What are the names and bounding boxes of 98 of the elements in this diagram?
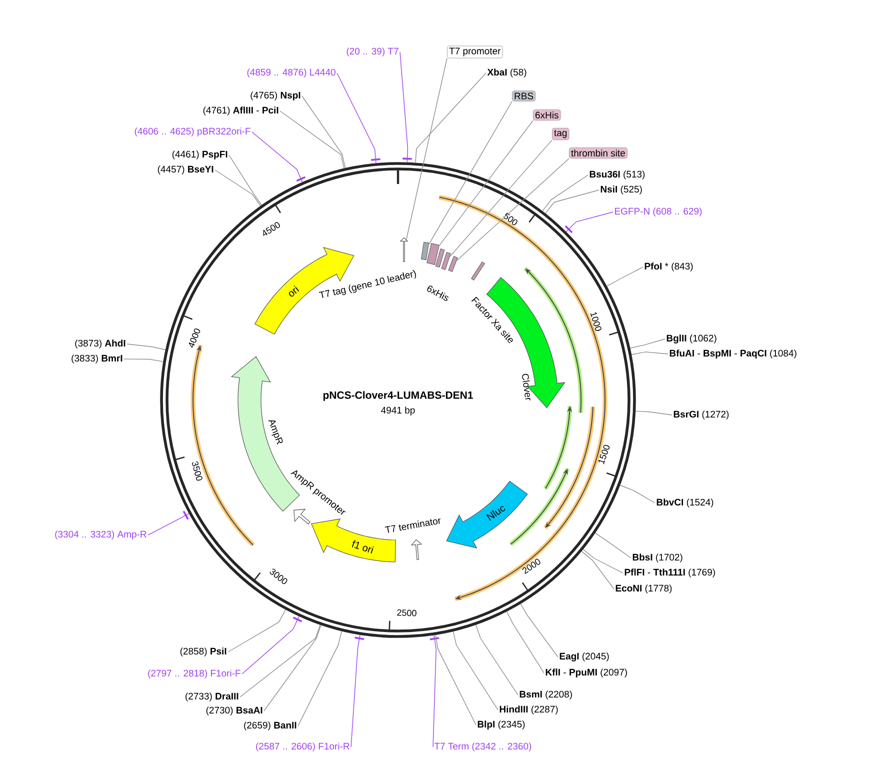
feature-label-box: T7 promoter	[447, 46, 503, 58]
leader-line	[476, 624, 518, 696]
enzyme-site-label: (2659) BanII	[244, 722, 296, 730]
leader-line	[415, 72, 486, 164]
feature-label-box: tag	[552, 128, 570, 140]
feature-mark	[441, 252, 451, 270]
leader-line	[581, 550, 614, 590]
leader-line	[438, 120, 534, 246]
primer-label: (3304 .. 3323) Amp-R	[55, 530, 146, 540]
feature-mark	[435, 248, 445, 268]
feature-segment: Nluc	[446, 480, 528, 549]
leader-line	[520, 604, 558, 658]
enzyme-site-label: EcoNI (1778)	[616, 584, 672, 594]
feature-mark	[426, 243, 440, 265]
primer-label: (2587 .. 2606) F1ori-R	[256, 742, 350, 752]
enzyme-site-label: (2858) PsiI	[180, 648, 226, 656]
enzyme-site-label: (3873) AhdI	[75, 340, 126, 348]
leader-line	[126, 344, 166, 350]
leader-line	[635, 410, 672, 416]
primer-label: T7 Term (2342 .. 2360)	[434, 742, 532, 752]
feature-mark	[448, 256, 458, 272]
leader-line	[566, 212, 614, 232]
feature-name: 6xHis	[427, 286, 448, 301]
enzyme-site-label: EagI (2045)	[560, 652, 609, 662]
leader-line	[449, 140, 552, 258]
feature-symbol	[294, 508, 310, 524]
enzyme-site-label: Bsu36I (513)	[590, 170, 645, 180]
tick-label: 2500	[397, 609, 416, 616]
primer-label: EGFP-N (608 .. 629)	[615, 208, 702, 216]
enzyme-site-label: BfuAI - BspMI - PaqCI (1084)	[670, 350, 796, 358]
leader-line	[456, 158, 570, 261]
tick-label: 4000	[188, 328, 200, 348]
enzyme-site-label: XbaI (58)	[487, 68, 526, 78]
tick-label: 1000	[590, 312, 602, 331]
enzyme-site-label: BsrGI (1272)	[674, 410, 729, 420]
primer-label: (4859 .. 4876) L4440	[247, 68, 336, 78]
leader-line	[252, 132, 303, 183]
enzyme-site-label: BglII (1062)	[666, 334, 716, 344]
tick-label: 1500	[598, 444, 610, 464]
leader-line	[428, 101, 512, 245]
leader-line	[435, 634, 476, 726]
enzyme-site-label: KflI - PpuMI (2097)	[546, 668, 627, 678]
enzyme-site-label: (4461) PspFI	[172, 150, 228, 160]
plasmid-length: 4941 bp	[381, 406, 415, 416]
leader-line	[242, 616, 300, 674]
enzyme-site-label: NsiI (525)	[600, 186, 642, 194]
enzyme-site-label: HindIII (2287)	[500, 706, 558, 714]
leader-line	[506, 611, 544, 674]
tick-label: 500	[504, 212, 518, 226]
leader-line	[228, 154, 262, 206]
tick-label: 3500	[192, 461, 202, 481]
enzyme-site-label: BbvCI (1524)	[656, 498, 714, 508]
feature-label-box: thrombin site	[569, 148, 628, 158]
feature-label-box: RBS	[512, 90, 536, 102]
feature-mark	[471, 262, 485, 280]
plasmid-name: pNCS-Clover4-LUMABS-DEN1	[323, 391, 473, 401]
enzyme-site-label: (2733) DraIII	[186, 692, 238, 702]
enzyme-site-label: (3833) BmrI	[72, 354, 122, 364]
leader-line	[542, 174, 588, 212]
feature-name: Clover	[522, 374, 531, 400]
leader-line	[606, 266, 644, 286]
leader-line	[148, 513, 190, 536]
enzyme-site-label: BbsI (1702)	[632, 554, 682, 562]
leader-line	[620, 484, 656, 504]
enzyme-site-label: (4765) NspI	[250, 92, 300, 100]
leader-line	[240, 624, 321, 698]
leader-line	[545, 190, 600, 214]
tick-label: 4500	[263, 222, 280, 236]
leader-line	[214, 170, 261, 206]
primer-label: (2797 .. 2818) F1ori-F	[148, 670, 240, 678]
leader-line	[298, 630, 342, 726]
leader-line	[594, 532, 632, 558]
leader-line	[432, 634, 436, 748]
enzyme-site-label: BlpI (2345)	[478, 720, 525, 730]
feature-name: AmpR	[268, 420, 283, 445]
leader-line	[631, 352, 668, 355]
leader-line	[302, 96, 346, 168]
enzyme-site-label: (4457) BseYI	[158, 166, 214, 174]
feature-mark	[420, 242, 430, 260]
leader-line	[280, 110, 344, 169]
enzyme-site-label: PfoI* (843)	[644, 262, 693, 272]
enzyme-site-label: BsmI (2208)	[520, 690, 572, 700]
primer-label: (4606 .. 4625) pBR322ori-F	[134, 128, 250, 136]
leader-line	[228, 609, 286, 652]
leader-line	[630, 338, 666, 348]
enzyme-site-label: (4761) AflIII - PciI	[203, 106, 278, 116]
leader-line	[124, 358, 164, 362]
leader-line	[582, 549, 624, 574]
primer-label: (20 .. 39) T7	[346, 48, 398, 56]
leader-line	[264, 624, 322, 712]
enzyme-site-label: PflFI - Tth111I (1769)	[624, 568, 715, 578]
enzyme-site-label: (2730) BsaAI	[206, 706, 262, 716]
feature-label-box: 6xHis	[533, 110, 561, 120]
leader-line	[406, 58, 448, 240]
leader-line	[350, 634, 360, 748]
leader-line	[400, 52, 408, 163]
leader-line	[336, 72, 376, 164]
leader-line	[452, 631, 498, 710]
